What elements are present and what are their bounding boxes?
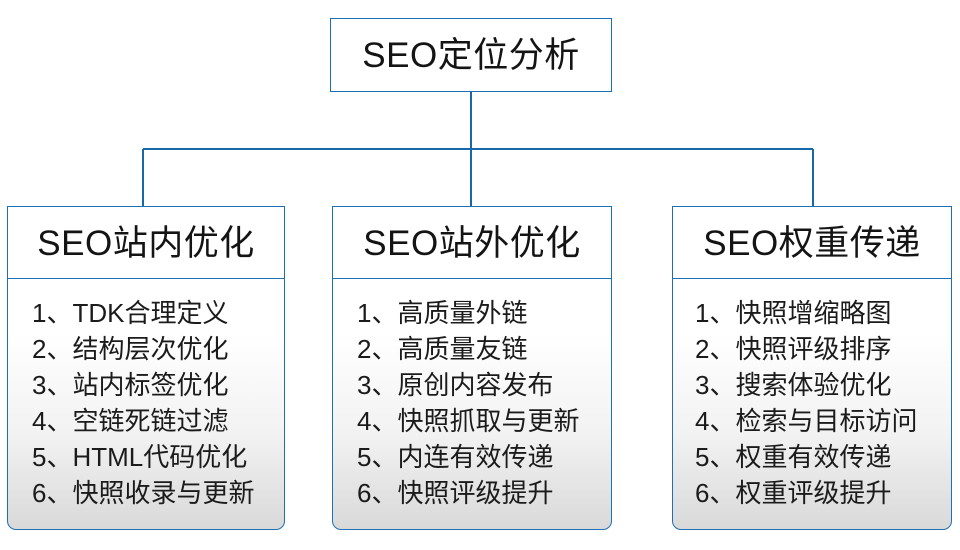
list-item: 1、高质量外链: [357, 298, 528, 329]
branch-item-list: 1、快照增缩略图 2、快照评级排序 3、搜索体验优化 4、检索与目标访问 5、权…: [673, 295, 951, 511]
branch-body-offsite: 1、高质量外链 2、高质量友链 3、原创内容发布 4、快照抓取与更新 5、内连有…: [332, 278, 612, 531]
branch-header-label: SEO权重传递: [703, 223, 921, 263]
root-node-label: SEO定位分析: [362, 35, 580, 75]
branch-item-list: 1、TDK合理定义 2、结构层次优化 3、站内标签优化 4、空链死链过滤 5、H…: [8, 295, 284, 511]
list-item: 2、快照评级排序: [695, 334, 892, 365]
branch-item-list: 1、高质量外链 2、高质量友链 3、原创内容发布 4、快照抓取与更新 5、内连有…: [333, 295, 611, 511]
branch-column-onsite: SEO站内优化 1、TDK合理定义 2、结构层次优化 3、站内标签优化 4、空链…: [7, 206, 285, 531]
branch-body-onsite: 1、TDK合理定义 2、结构层次优化 3、站内标签优化 4、空链死链过滤 5、H…: [7, 278, 285, 531]
list-item: 1、快照增缩略图: [695, 298, 892, 329]
list-item: 5、内连有效传递: [357, 442, 554, 473]
branch-header-weight: SEO权重传递: [672, 206, 952, 280]
list-item: 3、原创内容发布: [357, 370, 554, 401]
list-item: 5、HTML代码优化: [32, 442, 248, 473]
list-item: 6、快照收录与更新: [32, 478, 255, 509]
branch-body-weight: 1、快照增缩略图 2、快照评级排序 3、搜索体验优化 4、检索与目标访问 5、权…: [672, 278, 952, 531]
list-item: 4、空链死链过滤: [32, 406, 229, 437]
list-item: 6、快照评级提升: [357, 478, 554, 509]
list-item: 5、权重有效传递: [695, 442, 892, 473]
list-item: 3、站内标签优化: [32, 370, 229, 401]
branch-header-label: SEO站内优化: [37, 223, 255, 263]
root-node: SEO定位分析: [330, 18, 612, 92]
branch-header-offsite: SEO站外优化: [332, 206, 612, 280]
list-item: 6、权重评级提升: [695, 478, 892, 509]
list-item: 2、高质量友链: [357, 334, 528, 365]
list-item: 3、搜索体验优化: [695, 370, 892, 401]
branch-column-weight: SEO权重传递 1、快照增缩略图 2、快照评级排序 3、搜索体验优化 4、检索与…: [672, 206, 952, 531]
branch-header-onsite: SEO站内优化: [7, 206, 285, 280]
list-item: 4、检索与目标访问: [695, 406, 918, 437]
list-item: 4、快照抓取与更新: [357, 406, 580, 437]
branch-header-label: SEO站外优化: [363, 223, 581, 263]
list-item: 2、结构层次优化: [32, 334, 229, 365]
branch-column-offsite: SEO站外优化 1、高质量外链 2、高质量友链 3、原创内容发布 4、快照抓取与…: [332, 206, 612, 531]
list-item: 1、TDK合理定义: [32, 298, 229, 329]
